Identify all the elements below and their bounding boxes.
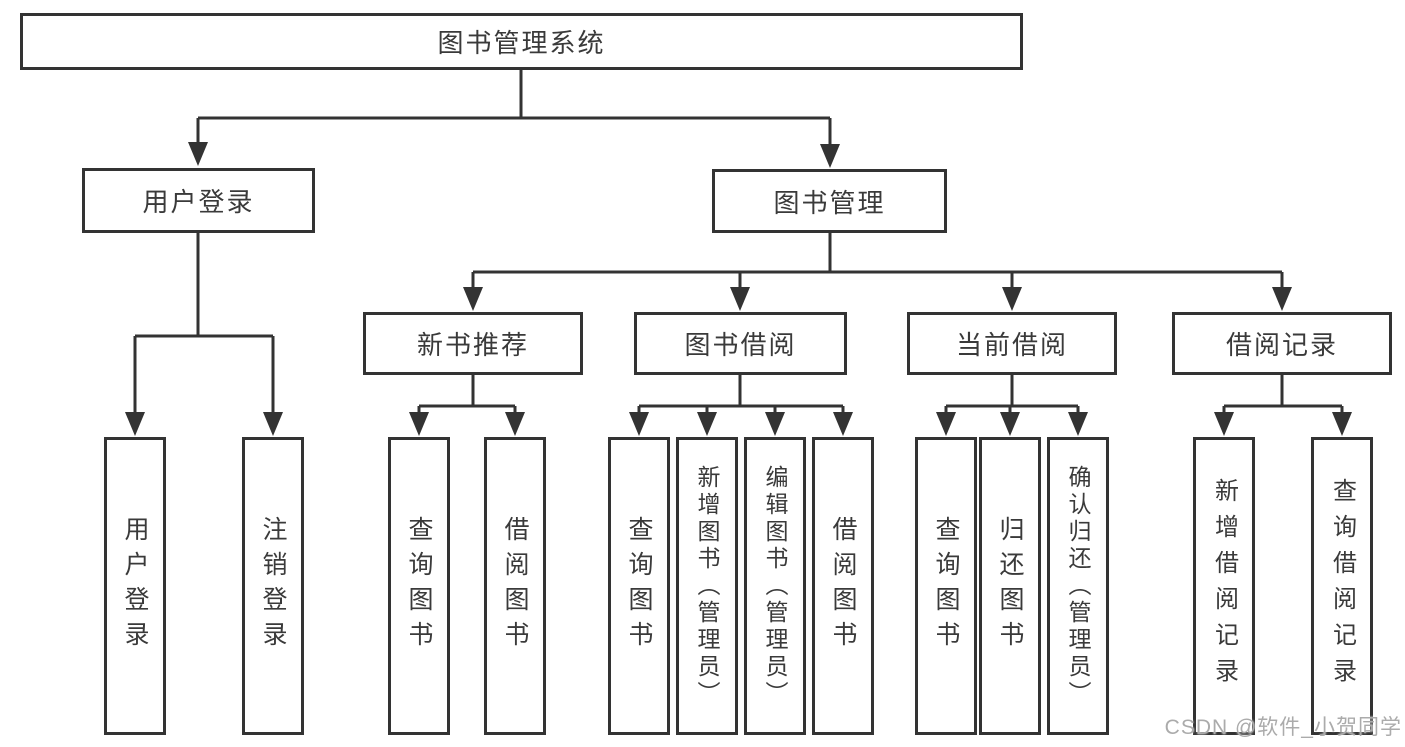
node-label: 借阅记录 (1225, 330, 1338, 360)
node-borrow-records: 借阅记录 (1172, 312, 1392, 375)
node-label: 编辑图书（管理员） (762, 464, 788, 708)
node-library-management-system: 图书管理系统 (20, 13, 1023, 70)
arrowhead (697, 412, 717, 436)
node-leaf-cb-return-books: 归还图书 (979, 437, 1041, 735)
arrowhead (1272, 287, 1292, 311)
node-label: 查询借阅记录 (1328, 478, 1356, 694)
connector-records-to-leaves (1222, 375, 1344, 416)
arrowhead (833, 412, 853, 436)
connector-currentborrow-to-leaves (944, 375, 1080, 416)
arrowhead (505, 412, 525, 436)
arrowhead (1332, 412, 1352, 436)
arrowhead (936, 412, 956, 436)
arrowhead (409, 412, 429, 436)
node-new-book-recommend: 新书推荐 (363, 312, 583, 375)
arrowhead (820, 144, 840, 168)
node-label: 新书推荐 (416, 330, 529, 360)
node-label: 用户登录 (121, 516, 149, 656)
node-leaf-nb-borrow-books: 借阅图书 (484, 437, 546, 735)
node-label: 借阅图书 (829, 516, 857, 656)
node-leaf-bb-borrow-books: 借阅图书 (812, 437, 874, 735)
node-leaf-cb-query-books: 查询图书 (915, 437, 977, 735)
node-label: 图书借阅 (684, 330, 797, 360)
arrowhead (730, 287, 750, 311)
node-leaf-br-query-record: 查询借阅记录 (1311, 437, 1373, 735)
node-book-management: 图书管理 (712, 169, 947, 233)
arrowhead (1000, 412, 1020, 436)
node-label: 新增图书（管理员） (694, 464, 720, 708)
node-label: 新增借阅记录 (1210, 478, 1238, 694)
node-label: 借阅图书 (501, 516, 529, 656)
node-leaf-logout: 注销登录 (242, 437, 304, 735)
node-leaf-cb-confirm-return-admin: 确认归还（管理员） (1047, 437, 1109, 735)
node-label: 图书管理 (773, 187, 886, 218)
connector-bookmgmt-to-level3 (471, 233, 1284, 290)
connector-root-to-level2 (196, 70, 832, 147)
node-label: 注销登录 (259, 516, 287, 656)
connector-bookborrow-to-leaves (637, 375, 845, 416)
node-book-borrow: 图书借阅 (634, 312, 847, 375)
arrowhead (1214, 412, 1234, 436)
connector-userlogin-to-leaves (133, 233, 275, 416)
node-leaf-br-add-record: 新增借阅记录 (1193, 437, 1255, 735)
arrowhead (1002, 287, 1022, 311)
node-leaf-nb-query-books: 查询图书 (388, 437, 450, 735)
node-user-login: 用户登录 (82, 168, 315, 233)
node-current-borrow: 当前借阅 (907, 312, 1117, 375)
node-leaf-bb-edit-books-admin: 编辑图书（管理员） (744, 437, 806, 735)
arrowhead (1068, 412, 1088, 436)
connector-newbooks-to-leaves (417, 375, 517, 416)
node-label: 用户登录 (142, 187, 255, 217)
node-label: 查询图书 (405, 516, 433, 656)
node-label: 归还图书 (996, 516, 1024, 656)
node-label: 当前借阅 (955, 330, 1068, 360)
node-leaf-bb-add-books-admin: 新增图书（管理员） (676, 437, 738, 735)
arrowhead (463, 287, 483, 311)
node-label: 确认归还（管理员） (1065, 464, 1091, 708)
node-label: 查询图书 (625, 516, 653, 656)
node-leaf-user-login: 用户登录 (104, 437, 166, 735)
arrowhead (629, 412, 649, 436)
arrowhead (125, 412, 145, 436)
csdn-watermark: CSDN @软件_小贺同学 (1164, 716, 1402, 739)
arrowheads (125, 142, 1352, 436)
node-label: 查询图书 (932, 516, 960, 656)
arrowhead (765, 412, 785, 436)
node-leaf-bb-query-books: 查询图书 (608, 437, 670, 735)
arrowhead (188, 142, 208, 166)
arrowhead (263, 412, 283, 436)
node-label: 图书管理系统 (437, 28, 606, 58)
